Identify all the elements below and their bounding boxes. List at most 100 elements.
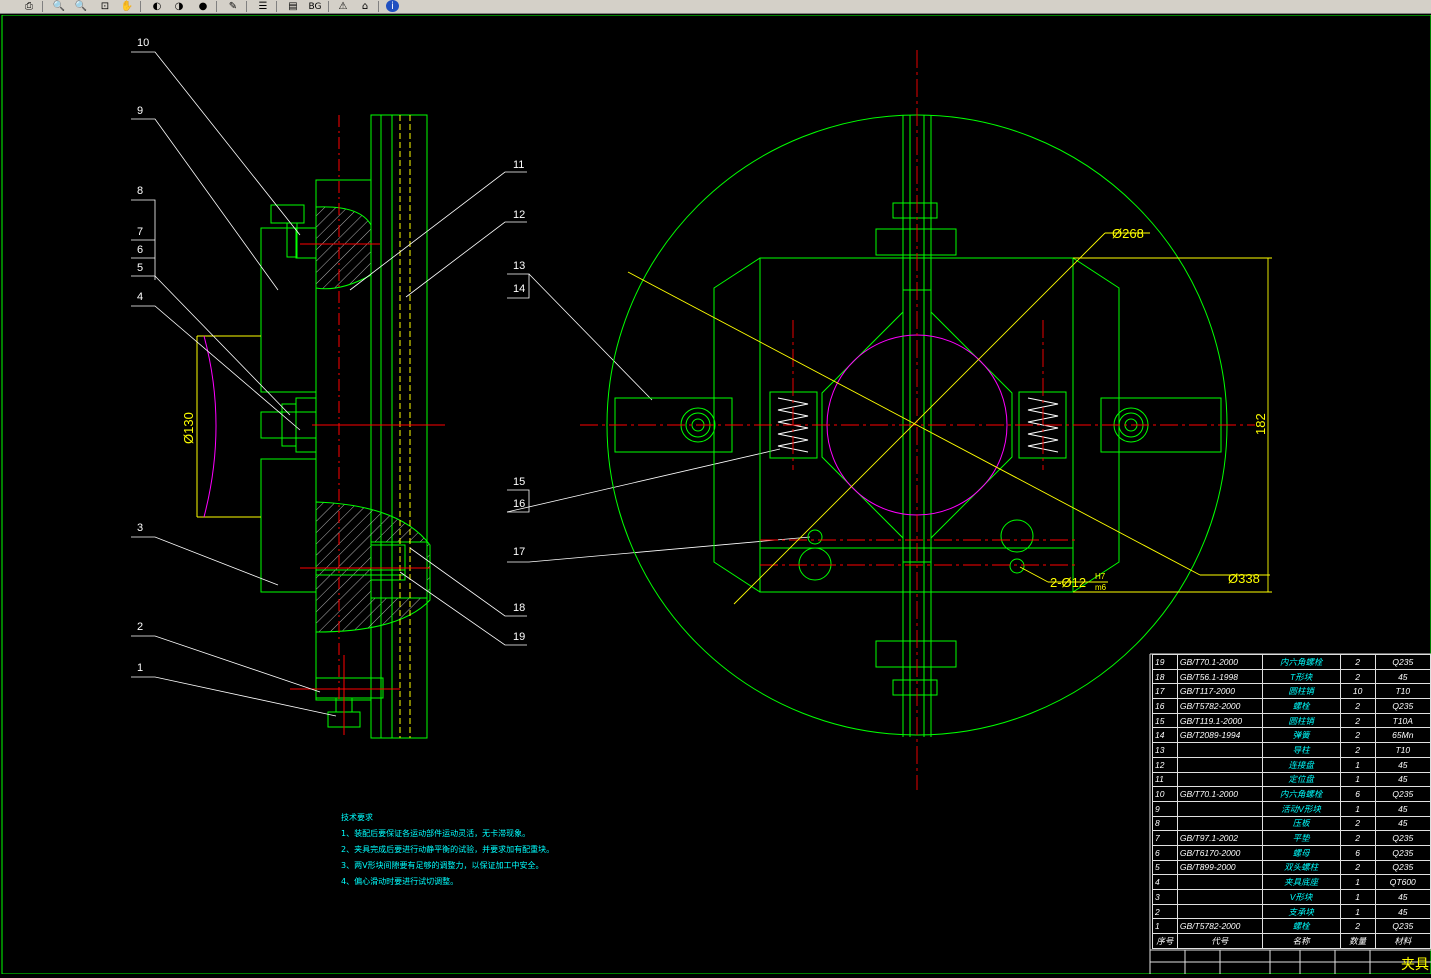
balloon-5: 5 [137, 262, 143, 274]
bom-cell-idx: 5 [1152, 859, 1178, 876]
bom-cell-code: GB/T70.1-2000 [1176, 654, 1263, 670]
bom-cell-code: GB/T2089-1994 [1176, 727, 1263, 744]
balloon-13: 13 [513, 260, 525, 272]
toolbar-separator [216, 1, 217, 12]
bom-cell-mat: Q235 [1374, 786, 1431, 802]
bom-cell-qty: 2 [1339, 859, 1376, 876]
properties-icon[interactable]: ▤ [288, 1, 298, 12]
bom-cell-code: GB/T119.1-2000 [1176, 712, 1263, 729]
leaders-left [131, 51, 337, 717]
bom-cell-mat: 45 [1374, 903, 1431, 920]
bom-cell-name: 圆柱销 [1261, 712, 1341, 729]
bom-cell-name: 内六角螺栓 [1261, 786, 1341, 802]
balloon-7: 7 [137, 226, 143, 238]
bom-cell-name: 压板 [1261, 815, 1341, 832]
zoom-window-icon[interactable]: ⊡ [100, 1, 110, 12]
balloon-18: 18 [513, 602, 525, 614]
zoom-next-icon[interactable]: ◑ [174, 1, 184, 12]
bom-cell-code [1176, 889, 1263, 905]
v-block-lower [260, 458, 317, 593]
bom-cell-mat: 45 [1374, 889, 1431, 905]
balloon-3: 3 [137, 522, 143, 534]
bom-cell-idx: 11 [1152, 771, 1178, 788]
bom-cell-idx: 9 [1152, 800, 1178, 817]
bom-cell-name: 定位盘 [1261, 771, 1341, 788]
bom-cell-qty: 2 [1339, 668, 1376, 685]
bom-cell-idx: 7 [1152, 830, 1178, 846]
background-button[interactable]: BG [308, 1, 322, 12]
zoom-in-icon[interactable]: 🔍 [52, 1, 66, 12]
layers-icon[interactable]: ☰ [258, 1, 268, 12]
bom-cell-name: 双头螺柱 [1261, 859, 1341, 876]
bom-cell-idx: 19 [1152, 654, 1178, 670]
zoom-out-icon[interactable]: 🔍 [74, 1, 88, 12]
v-block-front [821, 289, 1013, 563]
bom-cell-idx: 17 [1152, 683, 1178, 700]
leaders-mid [349, 171, 811, 646]
bom-cell-mat: Q235 [1374, 830, 1431, 846]
bom-cell-mat: 45 [1374, 815, 1431, 832]
bom-cell-name: 螺栓 [1261, 918, 1341, 935]
home-icon[interactable]: ⌂ [361, 1, 369, 12]
pan-icon[interactable]: ✋ [120, 1, 134, 12]
bom-cell-code [1176, 742, 1263, 758]
bom-cell-mat: T10 [1374, 742, 1431, 758]
bom-cell-mat: 65Mn [1374, 727, 1431, 744]
bom-header-qty: 数量 [1339, 933, 1376, 949]
bom-cell-idx: 2 [1152, 903, 1178, 920]
cad-drawing: Ø130 10 9 8 7 6 5 4 3 2 1 11 [1, 14, 1431, 975]
balloon-19: 19 [513, 631, 525, 643]
bom-cell-idx: 3 [1152, 889, 1178, 905]
bom-cell-name: 支承块 [1261, 903, 1341, 920]
balloon-10: 10 [137, 37, 149, 49]
bom-cell-code: GB/T70.1-2000 [1176, 786, 1263, 802]
bom-cell-mat: QT600 [1374, 874, 1431, 890]
toolbar: ⎙ 🔍 🔍 ⊡ ✋ ◐ ◑ ● ✎ ☰ ▤ BG ⚠ ⌂ i [0, 0, 1431, 14]
bom-header-code: 代号 [1176, 933, 1263, 949]
bom-cell-code [1176, 815, 1263, 832]
pencil-icon[interactable]: ✎ [228, 1, 238, 12]
zoom-extents-icon[interactable]: ● [198, 1, 208, 12]
center-lines [580, 50, 1255, 790]
bom-cell-code [1176, 874, 1263, 890]
bom-cell-idx: 1 [1152, 918, 1178, 935]
note-item: 2、夹具完成后要进行动静平衡的试验，并要求加有配重块。 [341, 845, 555, 854]
print-icon[interactable]: ⎙ [25, 1, 33, 12]
bom-cell-qty: 1 [1339, 874, 1376, 890]
toolbar-separator [140, 1, 141, 12]
bom-cell-code: GB/T56.1-1998 [1176, 668, 1263, 685]
bolt-head-top [270, 204, 305, 224]
drawing-canvas[interactable]: Ø130 10 9 8 7 6 5 4 3 2 1 11 [0, 14, 1431, 975]
balloon-15: 15 [513, 476, 525, 488]
bom-cell-code: GB/T117-2000 [1176, 683, 1263, 700]
toolbar-separator [328, 1, 329, 12]
zoom-prev-icon[interactable]: ◐ [152, 1, 162, 12]
bom-cell-name: 圆柱销 [1261, 683, 1341, 700]
bom-cell-mat: Q235 [1374, 918, 1431, 935]
dim-182-text: 182 [1253, 413, 1268, 435]
workpiece-arc [203, 335, 217, 518]
side-view [260, 114, 445, 739]
bom-cell-qty: 2 [1339, 698, 1376, 714]
bom-cell-mat: Q235 [1374, 859, 1431, 876]
balloon-14: 14 [513, 283, 525, 295]
bom-header-name: 名称 [1261, 933, 1341, 949]
dimensions-front [627, 232, 1272, 605]
toolbar-separator [42, 1, 43, 12]
drawing-title: 夹具 [1401, 958, 1429, 973]
lock-icon[interactable]: ⚠ [338, 1, 348, 12]
bom-cell-idx: 18 [1152, 668, 1178, 685]
dim-fit-lower: m6 [1095, 583, 1107, 592]
bom-cell-idx: 15 [1152, 712, 1178, 729]
bom-cell-qty: 2 [1339, 712, 1376, 729]
bom-cell-mat: Q235 [1374, 844, 1431, 861]
bom-cell-qty: 2 [1339, 727, 1376, 744]
bom-cell-name: 平垫 [1261, 830, 1341, 846]
balloon-1: 1 [137, 662, 143, 674]
info-icon[interactable]: i [386, 0, 399, 12]
